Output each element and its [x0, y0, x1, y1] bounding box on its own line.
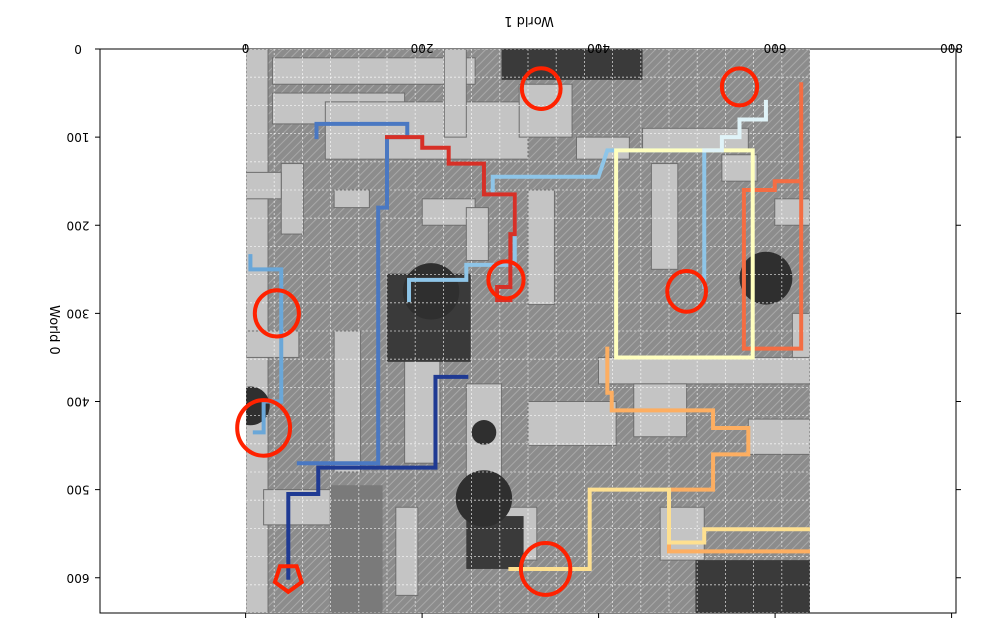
map-wall-block — [280, 163, 304, 235]
map-wall-block — [246, 171, 282, 200]
x-tick-label: 200 — [411, 41, 434, 55]
map-wall-block — [650, 163, 679, 270]
goal-circle-marker — [252, 288, 301, 339]
map-dark-block — [501, 49, 643, 80]
x-tick-label: 400 — [587, 41, 610, 55]
y-tick-label: 300 — [67, 306, 90, 320]
trajectory-paths — [248, 82, 810, 580]
goal-circle-marker — [486, 259, 526, 301]
map-wall-block — [774, 198, 810, 226]
trajectory-path — [702, 99, 768, 153]
top-axis-label: World 1 — [504, 13, 554, 28]
y-tick-label: 600 — [67, 571, 90, 585]
x-tick-label: 0 — [242, 41, 250, 55]
goal-circle-marker — [719, 66, 760, 108]
trajectory-path — [614, 148, 755, 360]
x-tick-label: 800 — [940, 41, 963, 55]
tree-canopy — [471, 420, 497, 445]
map-wall-block — [395, 506, 419, 596]
map-wall-block — [642, 127, 749, 151]
map-wall-block — [324, 101, 529, 160]
map-wall-block — [527, 401, 617, 447]
trajectory-path — [385, 135, 517, 303]
map-wall-block — [271, 57, 476, 85]
y-tick-label: 200 — [67, 218, 90, 232]
map-wall-block — [465, 207, 489, 261]
goal-circle-marker — [665, 268, 709, 314]
tree-canopy — [455, 470, 513, 527]
map-wall-block — [598, 356, 810, 385]
map-wall-block — [333, 189, 370, 209]
y-tick-label: 0 — [74, 42, 82, 56]
trajectory-path — [508, 487, 810, 571]
tree-canopy — [402, 263, 460, 320]
map-wall-block — [527, 189, 555, 306]
trajectory-path — [248, 254, 284, 435]
left-axis-label: World 0 — [46, 305, 61, 355]
y-tick-label: 400 — [67, 395, 90, 409]
y-tick-label: 500 — [67, 483, 90, 497]
map-wall-block — [333, 330, 362, 473]
map-dark-block — [695, 560, 810, 613]
goal-circle-marker — [519, 66, 563, 112]
axis-ticks: 0 200 400 600 800 0 100 200 300 400 500 600 — [67, 41, 963, 618]
trajectory-path — [741, 82, 804, 351]
map-wall-block — [443, 49, 467, 138]
trajectory-path — [296, 121, 410, 466]
map-wall-block — [747, 418, 810, 455]
x-tick-label: 600 — [764, 41, 787, 55]
goal-circle-marker — [235, 398, 293, 458]
goal-markers — [235, 66, 760, 597]
start-pentagon-marker — [272, 564, 305, 595]
map-dark-block — [329, 485, 383, 613]
tree-canopy — [739, 251, 793, 305]
map-wall-block — [518, 83, 573, 138]
y-tick-label: 100 — [67, 130, 90, 144]
goal-circle-marker — [518, 541, 573, 597]
map-wall-block — [575, 136, 630, 160]
trajectory-path — [286, 374, 469, 580]
